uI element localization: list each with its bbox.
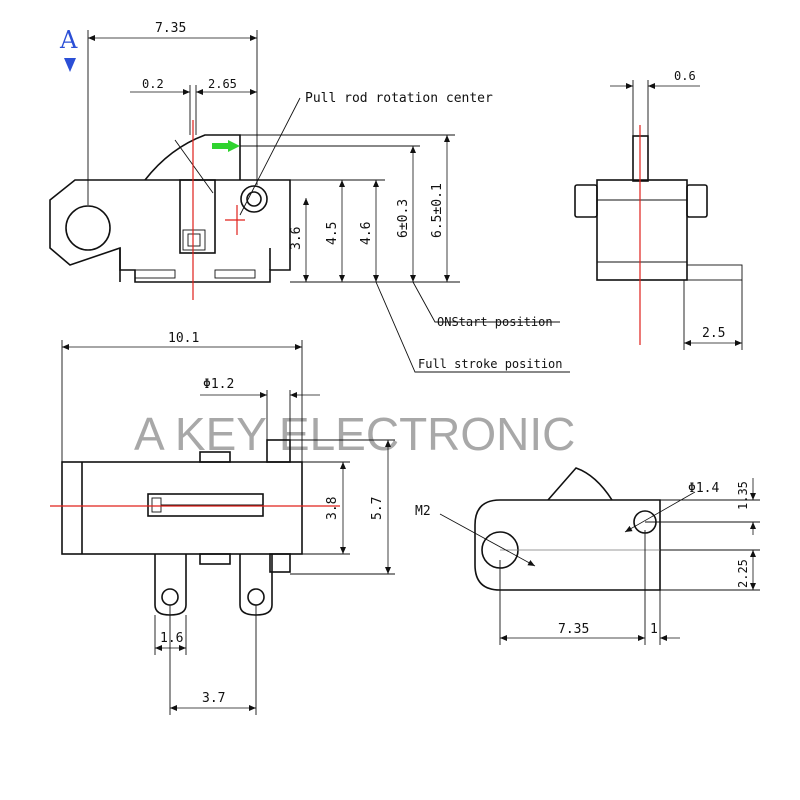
dim-4-5: 4.5 [325, 222, 340, 245]
dim-3-8: 3.8 [325, 497, 340, 520]
dim-0-2: 0.2 [142, 77, 164, 91]
plate-view: M2 Φ1.4 1.35 2.25 7.35 1 [415, 467, 760, 645]
view-marker-a: A [59, 26, 78, 72]
label-on-start: ONStart position [437, 315, 553, 329]
dim-7-35-bottom: 7.35 [558, 622, 589, 637]
dim-0-6: 0.6 [674, 69, 696, 83]
dim-3-7: 3.7 [202, 691, 225, 706]
dim-6: 6±0.3 [396, 199, 411, 238]
label-m2: M2 [415, 504, 431, 519]
dim-2-65: 2.65 [208, 77, 237, 91]
dim-4-6: 4.6 [359, 222, 374, 245]
dim-1-6: 1.6 [160, 631, 183, 646]
view-letter: A [59, 26, 78, 54]
dim-5-7: 5.7 [370, 497, 385, 520]
dim-10-1: 10.1 [168, 331, 199, 346]
front-view: 10.1 Φ1.2 3.8 5.7 1.6 3.7 [50, 331, 395, 715]
view-arrow-icon [64, 58, 76, 72]
dim-7-35: 7.35 [155, 21, 186, 36]
dim-1: 1 [650, 622, 658, 637]
dim-6-5: 6.5±0.1 [430, 183, 445, 238]
dim-3-6: 3.6 [289, 227, 304, 250]
dim-phi-1-2: Φ1.2 [203, 377, 234, 392]
dim-phi-1-4: Φ1.4 [688, 481, 719, 496]
side-view-right: 0.6 2.5 [574, 69, 743, 350]
label-pull-rod-center: Pull rod rotation center [305, 91, 493, 106]
side-view-main: 3.6 4.5 4.6 6±0.3 6.5±0.1 7.35 0.2 2.65 … [49, 21, 570, 373]
dim-2-5: 2.5 [702, 326, 725, 341]
label-full-stroke: Full stroke position [418, 357, 563, 371]
stroke-arrow-icon [212, 140, 240, 152]
dim-1-35: 1.35 [736, 481, 750, 510]
dim-2-25: 2.25 [736, 559, 750, 588]
